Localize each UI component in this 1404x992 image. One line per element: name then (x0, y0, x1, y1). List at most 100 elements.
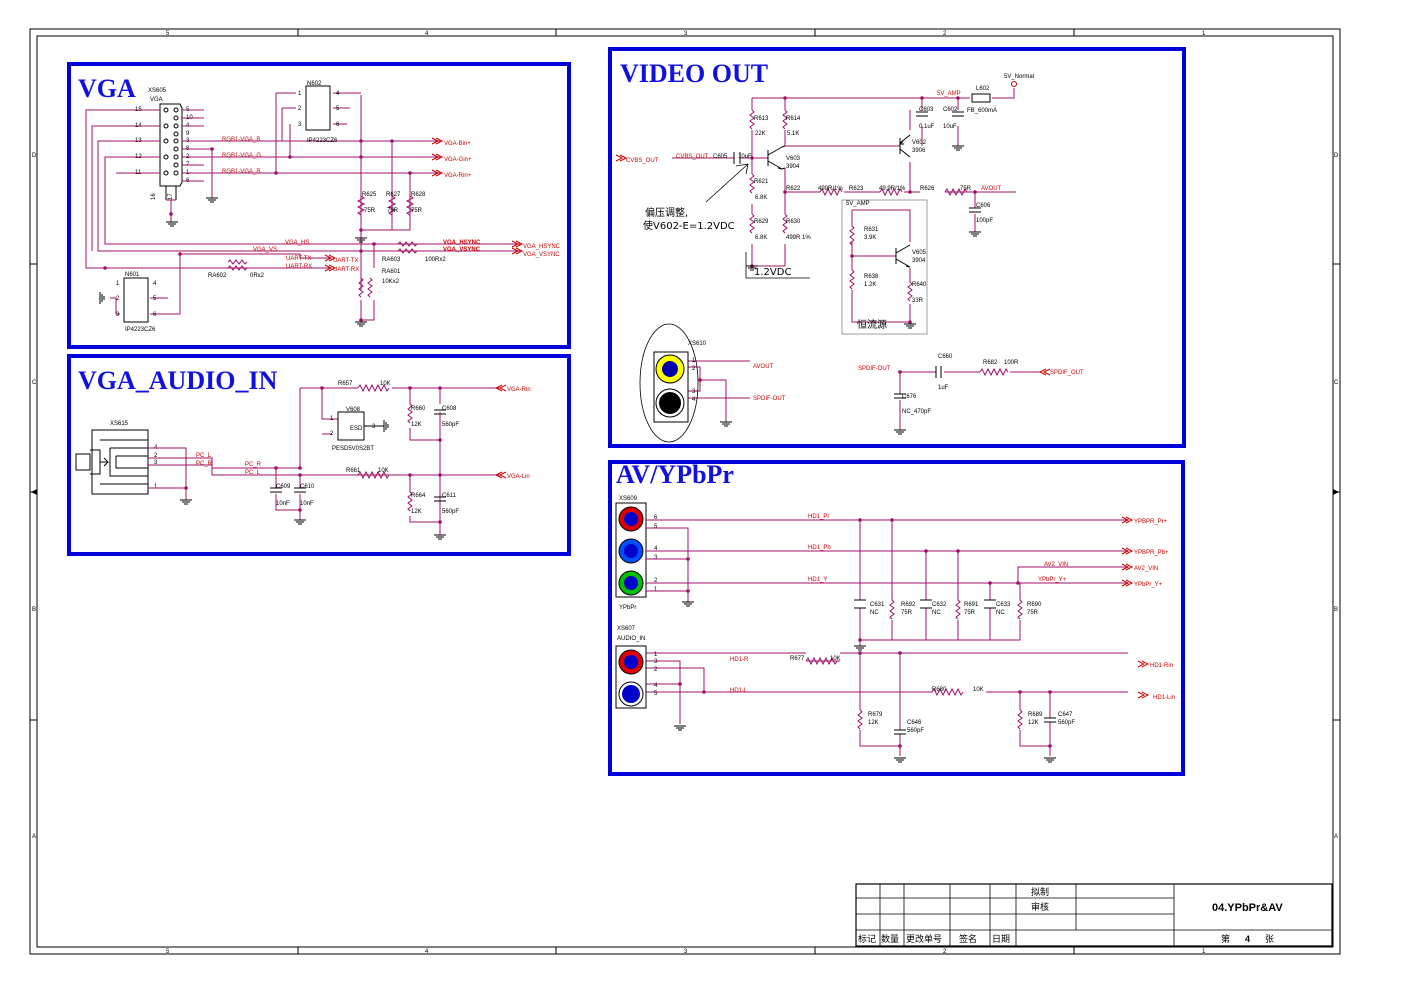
net-hd1-r: HD1-R (730, 657, 749, 663)
r627-ref: R627 (386, 192, 401, 198)
net-uart-tx: UART-TX (286, 256, 312, 262)
jack-black-center (659, 392, 681, 414)
jack-red-center (624, 655, 638, 669)
vga-audio-block-title: VGA_AUDIO_IN (78, 366, 278, 395)
vga-audio-dots (184, 386, 442, 524)
c647-val: 560pF (1058, 720, 1075, 726)
port-vga-gin: VGA-Gin+ (444, 157, 472, 163)
port-spdif-out: SPDIF_OUT (1050, 370, 1084, 376)
r629-val: 6.8K (755, 235, 767, 241)
pin-label: 3 (154, 460, 158, 466)
net-label-g: RGB1-VGA_G (222, 153, 261, 159)
r626-val: 75R (960, 186, 972, 192)
pin-label: 2 (654, 667, 658, 673)
pin-label: 4 (153, 281, 157, 287)
grid-label-left: A (32, 834, 36, 840)
transistor-v605 (895, 244, 911, 268)
jack-yellow-center (662, 361, 678, 377)
port-uart-tx: UART-TX (333, 258, 359, 264)
c660-ref: C660 (938, 354, 953, 360)
pin-label: 6 (336, 122, 340, 128)
grid-label-left: B (32, 607, 36, 613)
c647-ref: C647 (1058, 712, 1073, 718)
transistor-v602 (898, 134, 911, 158)
resistors-output (819, 187, 968, 197)
c609-ref: C609 (276, 484, 291, 490)
c606-val: 100pF (976, 218, 993, 224)
grid-label-bottom: 3 (684, 949, 688, 955)
grid-label-right: A (1334, 834, 1338, 840)
c632-val: NC (932, 610, 941, 616)
pin-label: 3 (654, 555, 658, 561)
net-5v-amp: 5V_AMP (937, 91, 961, 97)
ground-symbol (355, 237, 367, 243)
port-hd1-rin: HD1-Rin (1150, 663, 1173, 669)
port-vga-rin: VGA-Rin+ (444, 173, 472, 179)
sheet-suffix: 张 (1265, 934, 1274, 945)
r691-val: 75R (964, 610, 976, 616)
resistor-r625 (356, 195, 366, 216)
pin-label: 4 (654, 683, 658, 689)
c609-val: 10nF (276, 501, 290, 507)
n601-ref: N601 (125, 272, 140, 278)
av-ypbpr-block: AV/YPbPr XS609 YPbPr 6 5 4 3 2 1 (608, 460, 1185, 776)
r689-val: 12K (1028, 720, 1039, 726)
pin-label: 6 (153, 312, 157, 318)
net-vga-hs: VGA_HS (285, 240, 309, 246)
grid-label-bottom: 5 (166, 949, 170, 955)
c633-ref: C633 (996, 602, 1011, 608)
port-uart-rx: UART-RX (333, 267, 359, 273)
jack-red-center (624, 512, 638, 526)
net-uart-rx: UART-RX (286, 264, 312, 270)
r677-val: 10K (830, 656, 841, 662)
c608-ref: C608 (442, 406, 457, 412)
v602-ref: V602 (912, 140, 927, 146)
note-bias-adjust: 偏压调整, (645, 206, 688, 219)
v608-esd-text: ESD (350, 426, 363, 432)
r623-ref: R623 (849, 186, 864, 192)
power-port (1011, 81, 1017, 87)
pin-label: 1 (654, 652, 658, 658)
net-av2-vin: AV2_VIN (1044, 562, 1068, 568)
net-ypbpr-y: YPbPr_Y+ (1038, 577, 1067, 583)
pin-label: 2 (116, 296, 120, 302)
pin-label: 3 (372, 424, 376, 430)
net-spdif: SPDIF-OUT (858, 366, 891, 372)
ground-symbol (952, 145, 964, 151)
av-dots (678, 518, 1052, 748)
r638-val: 1.2K (864, 282, 876, 288)
r631-ref: R631 (864, 227, 879, 233)
xs609-type: YPbPr (619, 605, 636, 611)
grid-label-top: 1 (1202, 31, 1206, 37)
r625-ref: R625 (362, 192, 377, 198)
net-vga-vs: VGA_VS (253, 247, 277, 253)
r679-ref: R679 (868, 712, 883, 718)
video-out-block-title: VIDEO OUT (620, 59, 768, 88)
net-pc-r: PC_R (196, 461, 213, 467)
port-ypbpr-y: YPbPr_Y+ (1134, 582, 1163, 588)
c660-val: 1uF (938, 385, 949, 391)
net-avout: AVOUT (981, 186, 1002, 192)
pin-label: 5 (654, 524, 658, 530)
c632-ref: C632 (932, 602, 947, 608)
ground-symbol (746, 265, 916, 329)
ra602-val: 0Rx2 (250, 273, 265, 279)
ground-symbol (720, 421, 732, 427)
r625-val: 75R (364, 208, 376, 214)
r627-val: 75R (387, 208, 399, 214)
r661-val: 10K (378, 468, 389, 474)
port-arrow (1137, 660, 1150, 699)
grid-ticks (30, 29, 1340, 954)
r677-ref: R677 (790, 656, 805, 662)
jack-highlight-ellipse (639, 323, 699, 443)
ra602-ref: RA602 (208, 273, 227, 279)
port-av2-vin: AV2_VIN (1134, 566, 1158, 572)
drawing-title: 04.YPbPr&AV (1212, 902, 1283, 914)
port-vga-rin: VGA-Rin (507, 387, 531, 393)
current-source-box (841, 199, 928, 335)
title-block-signature: 签名 (959, 933, 977, 945)
net-pc-l: PC_L (196, 453, 212, 459)
r691-ref: R691 (964, 602, 979, 608)
n602-type: IP4223CZ6 (307, 138, 338, 144)
